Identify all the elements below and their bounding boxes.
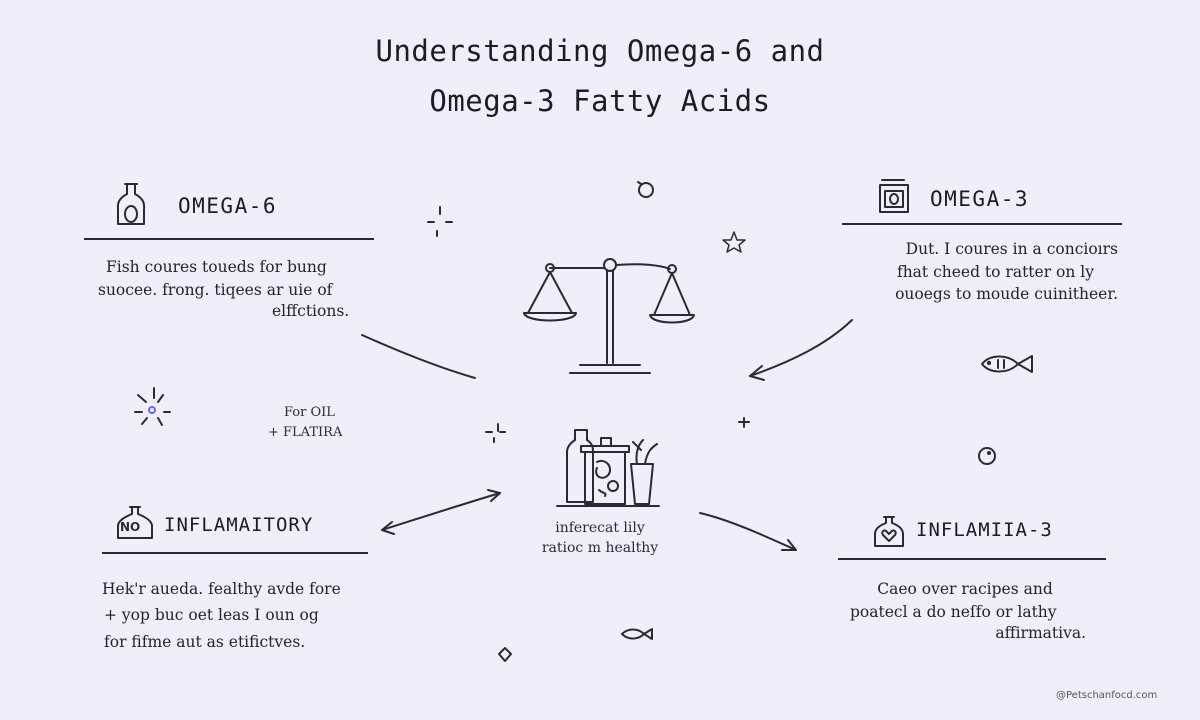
fish-icon (981, 355, 1033, 373)
star-top-right-icon (722, 231, 746, 253)
inflammatory-rule (102, 552, 368, 554)
circle-face-top-icon (637, 181, 654, 198)
arrow-inflammatory-to-center (381, 492, 501, 531)
sparkle-bottom-icon (498, 647, 512, 662)
omega3-heading: OMEGA-3 (930, 187, 1030, 211)
inflamiia3-rule (838, 558, 1106, 560)
sparkle-center-left-icon (485, 423, 506, 443)
omega6-line-2: suocee. frong. tiqees ar uie of (98, 281, 333, 299)
omega6-rule (84, 238, 374, 240)
sparkle-center-right-icon (738, 417, 750, 428)
arrow-center-to-inflamiia3 (699, 512, 797, 551)
omega6-line-1: Fish coures toueds for bung (106, 258, 327, 276)
omega3-rule (842, 223, 1122, 225)
title-line-2: Omega-3 Fatty Acids (429, 84, 771, 118)
omega6-line-3: elffctions. (272, 302, 350, 320)
footer-credit: @Petschanfocd.com (1056, 690, 1158, 701)
inflamiia3-heading: INFLAMIIA-3 (916, 519, 1053, 541)
omega6-heading: OMEGA-6 (178, 194, 278, 218)
inflammatory-line-2: + yop buc oet leas I oun og (104, 606, 319, 624)
sparkle-top-left-icon (427, 206, 453, 237)
balance-scale-icon (523, 258, 695, 374)
left-note-line-2: + FLATIRA (268, 425, 343, 440)
inflamiia3-line-2: poatecl a do neſfo or lathy (850, 603, 1057, 621)
omega3-line-3: ouoegs to moude cuinitheer. (895, 285, 1118, 303)
circle-right-icon (978, 447, 996, 465)
jar-icon (879, 179, 909, 213)
center-caption-line-2: ratioc m healthy (541, 540, 659, 556)
inflammatory-line-1: Hek'r aueda. fealthy avde fore (102, 580, 341, 598)
title-line-1: Understanding Omega-6 and (375, 34, 825, 68)
inflamiia3-line-3: affirmativa. (995, 624, 1086, 642)
inflamiia3-line-1: Caeo over racipes and (877, 580, 1053, 598)
arrow-omega3-to-center (749, 319, 853, 377)
omega3-line-2: fhat cheed to ratter on ly (896, 263, 1094, 281)
heart-bottle-icon (874, 516, 904, 547)
small-fish-icon (621, 628, 653, 640)
inflammatory-heading: INFLAMAITORY (164, 514, 314, 536)
inflammatory-line-3: for fifme aut as etifictves. (104, 633, 306, 651)
burst-left-icon (134, 387, 171, 426)
oil-bottle-icon (116, 183, 146, 225)
arrow-omega6-to-center (361, 334, 476, 379)
no-bottle-icon (117, 506, 153, 539)
left-note-line-1: For OIL (284, 405, 335, 420)
no-badge: NO (120, 520, 141, 534)
center-caption-line-1: inferecat lily (555, 520, 645, 536)
omega3-line-1: Dut. I coures in a concioırs (905, 240, 1118, 258)
food-containers-icon (556, 429, 660, 507)
